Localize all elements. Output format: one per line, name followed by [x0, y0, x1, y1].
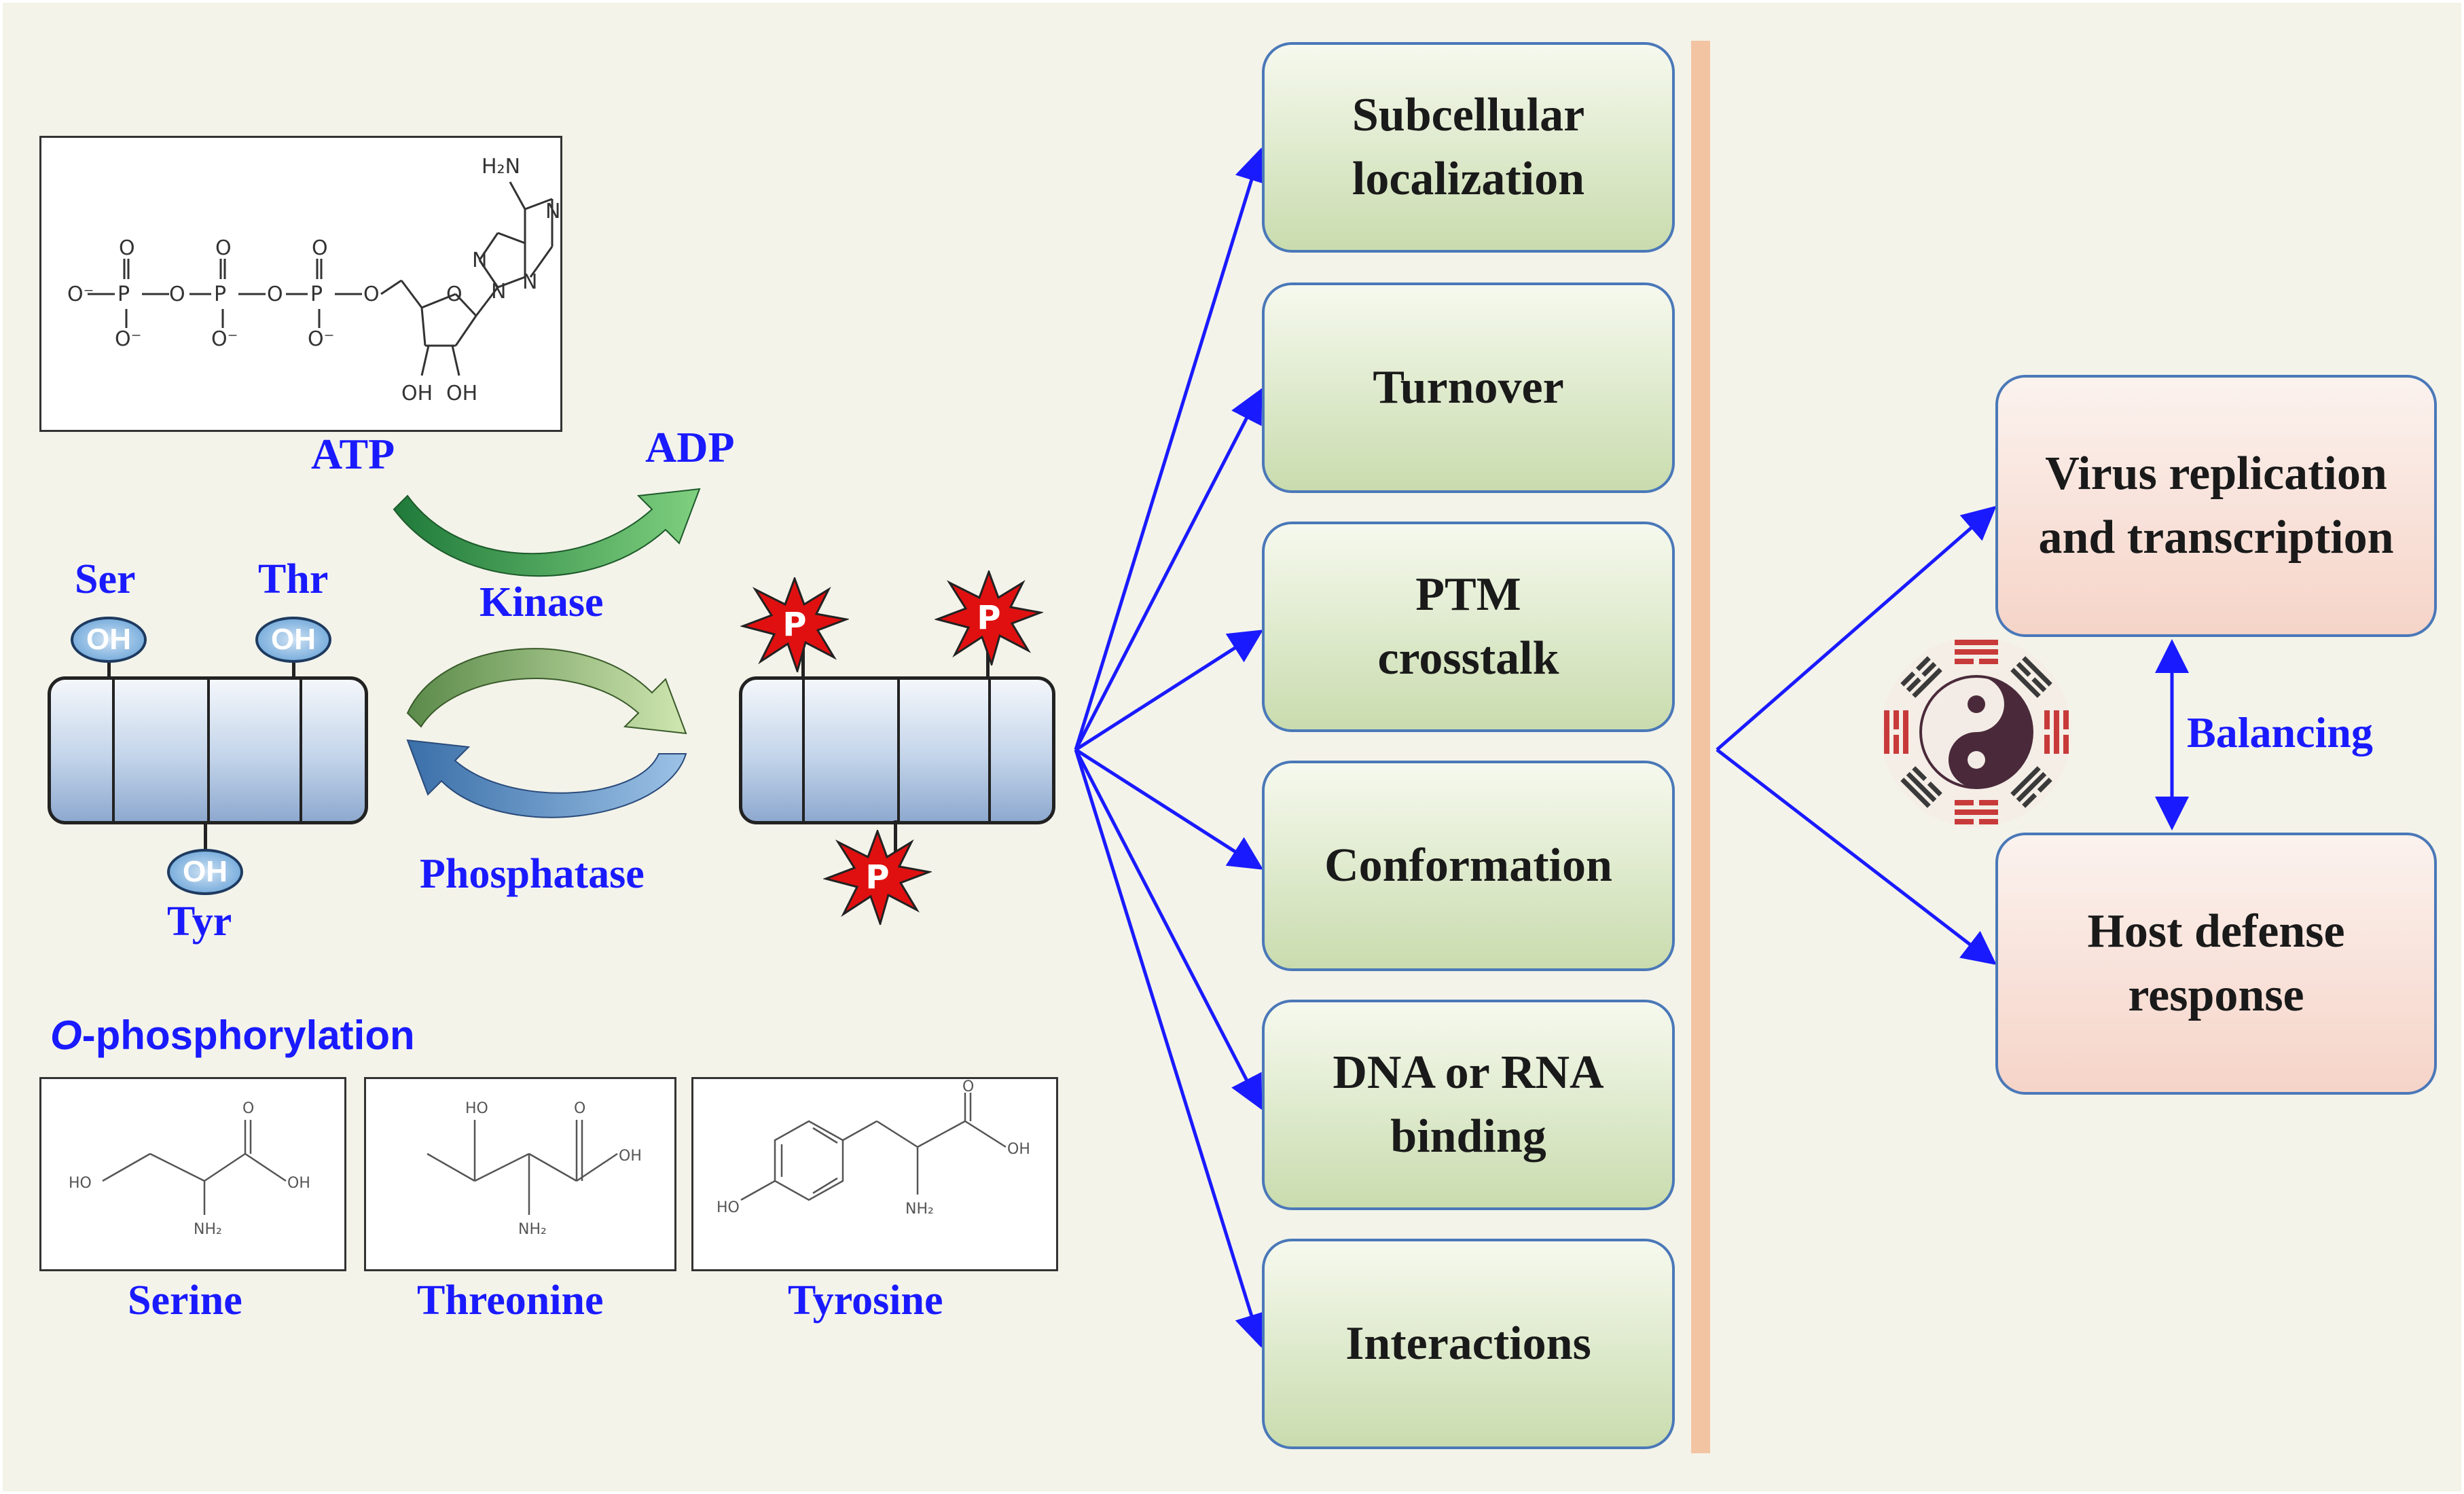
o-phosphorylation-italic-o: O [50, 1013, 82, 1058]
forward-cycle-arrow [406, 648, 687, 735]
phosphate-burst-thr: P [935, 570, 1043, 666]
threonine-ho: HO [465, 1100, 488, 1117]
kinase-arrow [393, 488, 701, 577]
effect-interactions: Interactions [1262, 1239, 1675, 1449]
atp-o-top-1: O [119, 236, 135, 260]
arrow-to-virus [1716, 505, 1997, 751]
yin-yang-bagua-icon [1881, 637, 2071, 827]
atp-ribose-oh-2: OH [446, 382, 477, 405]
p-stem-ser [801, 645, 805, 679]
thr-oh-group: OH [255, 617, 331, 663]
effect-conformation: Conformation [1262, 761, 1675, 971]
kinase-cycle-arrows [393, 488, 701, 818]
thr-label: Thr [258, 556, 329, 602]
atp-o-minus-3: O⁻ [211, 327, 238, 351]
host-defense-box: Host defense response [1995, 833, 2437, 1095]
phosphate-burst-tyr: P [823, 830, 932, 925]
atp-ribose-o: O [446, 283, 463, 306]
arrow-to-conformation [1074, 748, 1264, 870]
atp-n-4: N [522, 270, 537, 294]
effect-subcellular-localization: Subcellular localization [1262, 42, 1675, 253]
serine-nh2: NH₂ [194, 1221, 222, 1238]
effect-dna-rna-binding: DNA or RNA binding [1262, 1000, 1675, 1210]
atp-o-3: O [363, 283, 380, 306]
tyrosine-oh: OH [1007, 1141, 1030, 1158]
phosphorylated-protein [739, 676, 1055, 824]
phospho-p-3: P [865, 858, 889, 896]
atp-o-top-2: O [215, 236, 232, 260]
atp-n-1: N [472, 249, 487, 272]
tyrosine-o: O [962, 1079, 974, 1095]
o-phosphorylation-title-rest: -phosphorylation [81, 1013, 415, 1058]
atp-label: ATP [311, 430, 395, 478]
phosphate-burst-ser: P [740, 577, 849, 672]
atp-ribose-oh-1: OH [401, 382, 433, 405]
phosphatase-arrow [406, 739, 687, 818]
arrow-to-turnover [1074, 388, 1263, 751]
ser-label: Ser [75, 556, 136, 602]
adp-label: ADP [645, 423, 735, 471]
effect-turnover: Turnover [1262, 283, 1675, 493]
unphosphorylated-protein [48, 676, 368, 824]
divider-bar [1691, 41, 1710, 1453]
threonine-oh: OH [619, 1148, 642, 1165]
atp-o-1: O [169, 283, 185, 306]
threonine-o: O [574, 1100, 585, 1117]
phospho-p-1: P [782, 606, 806, 644]
kinase-label: Kinase [479, 579, 604, 625]
tyr-oh-group: OH [167, 849, 243, 895]
serine-structure: HO O OH NH₂ [39, 1077, 346, 1271]
tyrosine-ho: HO [717, 1199, 740, 1216]
arrow-to-interactions [1074, 749, 1268, 1348]
arrow-to-binding [1074, 748, 1263, 1110]
atp-o-minus-1: O⁻ [67, 283, 94, 306]
tyrosine-nh2: NH₂ [905, 1201, 934, 1218]
p-stem-tyr [894, 820, 897, 854]
serine-label: Serine [128, 1277, 242, 1324]
effect-ptm-crosstalk: PTM crosstalk [1262, 522, 1675, 732]
phosphatase-label: Phosphatase [420, 851, 645, 897]
threonine-structure: HO O OH NH₂ [364, 1077, 676, 1271]
atp-n-2: N [491, 280, 506, 304]
atp-o-2: O [267, 283, 283, 306]
virus-replication-box: Virus replication and transcription [1995, 375, 2437, 637]
atp-n-3: N [545, 200, 560, 223]
atp-p-1: P [117, 283, 130, 306]
threonine-nh2: NH₂ [518, 1221, 547, 1238]
arrow-to-host [1716, 748, 1997, 966]
o-phosphorylation-title: O-phosphorylation [50, 1012, 415, 1059]
atp-structure-drawing: O⁻ P O P O P O O O O O⁻ O⁻ O⁻ O OH OH N … [67, 155, 560, 405]
atp-p-3: P [310, 283, 323, 306]
tyrosine-structure: HO O OH NH₂ [691, 1077, 1058, 1271]
atp-o-minus-4: O⁻ [308, 327, 334, 351]
arrow-to-subcellular [1074, 147, 1268, 750]
atp-o-top-3: O [312, 236, 328, 260]
serine-ho: HO [69, 1175, 92, 1192]
threonine-label: Threonine [417, 1277, 604, 1324]
thr-stem [292, 663, 295, 679]
atp-o-minus-2: O⁻ [115, 327, 141, 351]
serine-oh: OH [287, 1175, 310, 1192]
tyr-label: Tyr [167, 898, 232, 945]
atp-h2n: H₂N [482, 155, 520, 179]
arrow-to-ptm [1074, 630, 1264, 752]
balancing-label: Balancing [2187, 708, 2373, 757]
ser-oh-group: OH [71, 617, 147, 663]
ser-stem [107, 663, 111, 679]
tyrosine-label: Tyrosine [788, 1277, 943, 1324]
p-stem-thr [986, 645, 990, 679]
tyr-stem [204, 823, 207, 852]
phospho-p-2: P [977, 599, 1000, 637]
serine-o: O [242, 1100, 254, 1117]
atp-structure: O⁻ P O P O P O O O O O⁻ O⁻ O⁻ O OH OH N … [39, 136, 562, 432]
atp-p-2: P [214, 283, 226, 306]
